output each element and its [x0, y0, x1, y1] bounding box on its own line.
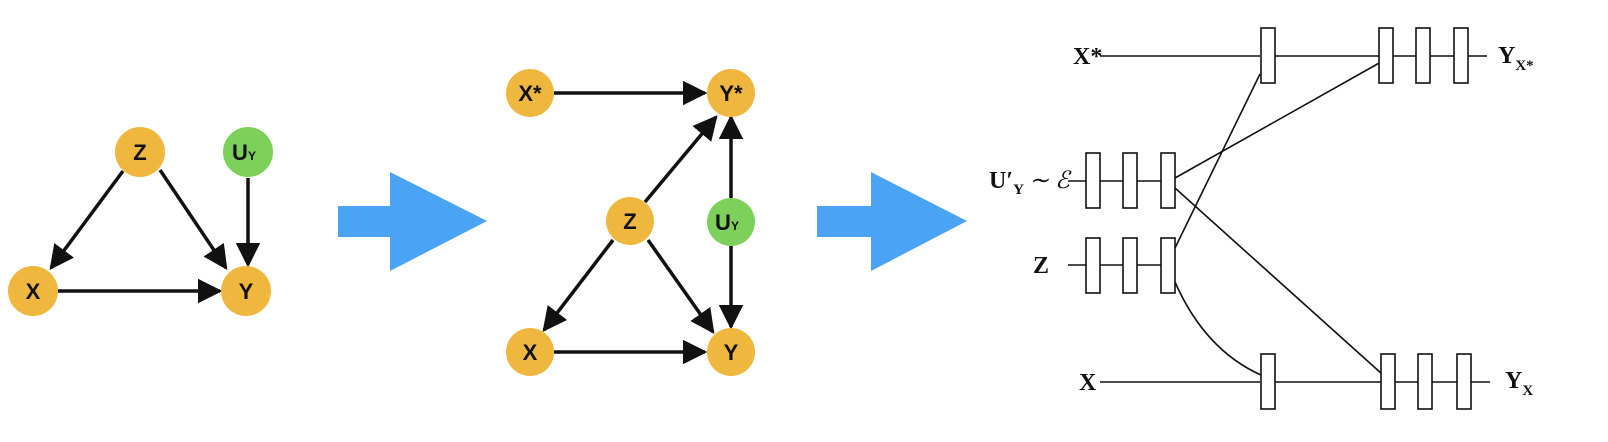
label-z: Z: [1033, 253, 1049, 279]
node-y-label: Y: [724, 340, 739, 365]
node-z-circle: [115, 127, 165, 177]
node-y-label: Y: [239, 279, 254, 304]
label-u-dist: ∼ ℰ: [1029, 168, 1072, 194]
node-x-star-circle: [506, 69, 554, 117]
node-y-circle: [707, 328, 755, 376]
node-y-star: Y*: [707, 69, 755, 117]
node-x-star-label: X*: [518, 81, 542, 106]
node-z-label: Z: [623, 209, 636, 234]
label-y-xstar-main: Y: [1498, 43, 1515, 69]
label-y-x-main: Y: [1505, 368, 1522, 394]
node-u-label: UY: [232, 140, 256, 165]
label-y-x: YX: [1505, 368, 1533, 399]
label-u-prime: U′Y ∼ ℰ: [989, 168, 1072, 198]
node-y-circle: [221, 266, 271, 316]
gate-yx-2: [1417, 353, 1433, 410]
wire-z-to-xstar-gate: [1174, 73, 1261, 249]
gate-yx-3: [1456, 353, 1472, 410]
gate-u-3: [1160, 152, 1176, 209]
gate-u-1: [1085, 152, 1101, 209]
transform-arrow-2: [817, 172, 967, 271]
label-u-sub: Y: [1013, 182, 1024, 198]
node-y: Y: [221, 266, 271, 316]
node-x: X: [8, 266, 58, 316]
gate-u-2: [1122, 152, 1138, 209]
wire-u-to-yx-gate: [1174, 187, 1383, 375]
node-x: X: [506, 328, 554, 376]
circuit-diagram: [1068, 27, 1490, 410]
dag-twin-network: X* Y* Z UY X Y: [506, 69, 755, 376]
gate-yx-1: [1380, 353, 1396, 410]
node-x-star: X*: [506, 69, 554, 117]
node-u-label: UY: [715, 210, 739, 235]
node-x-label: X: [523, 340, 538, 365]
wire-z-to-x-gate: [1174, 281, 1262, 376]
node-u-y: UY: [223, 127, 273, 177]
label-u-main: U′: [989, 168, 1013, 194]
edge-z-to-y: [158, 169, 228, 271]
node-x-circle: [8, 266, 58, 316]
node-u-main: U: [232, 140, 248, 165]
dag-original: Z UY X Y: [8, 127, 273, 316]
label-x-text: X: [1079, 370, 1097, 396]
edge-z-to-x: [49, 169, 125, 270]
edge-z-to-ystar: [643, 115, 718, 204]
node-z: Z: [606, 197, 654, 245]
gate-ystar-2: [1415, 27, 1431, 84]
gate-ystar-1: [1378, 27, 1394, 84]
node-u-circle: [223, 127, 273, 177]
node-u-sub: Y: [731, 219, 739, 233]
node-x-circle: [506, 328, 554, 376]
gate-z-3: [1160, 237, 1176, 294]
node-u-main: U: [715, 210, 731, 235]
gate-x: [1260, 353, 1276, 410]
node-y-star-label: Y*: [719, 81, 743, 106]
label-y-xstar-sub: X*: [1515, 58, 1533, 74]
label-x-star-text: X*: [1073, 44, 1102, 70]
node-u-circle: [707, 198, 755, 246]
edge-z-to-y: [646, 238, 715, 335]
transform-arrow-1: [338, 172, 487, 271]
node-z: Z: [115, 127, 165, 177]
gate-z-2: [1122, 237, 1138, 294]
label-z-text: Z: [1033, 253, 1049, 279]
wire-u-to-ystar-gate: [1174, 61, 1382, 179]
gate-z-1: [1085, 237, 1101, 294]
node-y-star-circle: [707, 69, 755, 117]
label-x-star: X*: [1073, 44, 1102, 70]
edge-z-to-x: [542, 238, 615, 332]
node-u-sub: Y: [248, 149, 256, 163]
node-x-label: X: [26, 279, 41, 304]
gate-xstar: [1260, 27, 1276, 84]
node-z-label: Z: [133, 140, 146, 165]
label-y-x-star: YX*: [1498, 43, 1534, 74]
gate-ystar-3: [1453, 27, 1469, 84]
label-y-x-sub: X: [1522, 383, 1533, 399]
circuit-labels: X* U′Y∼ ℰ Z X YX* YX: [989, 43, 1534, 399]
label-x: X: [1079, 370, 1097, 396]
node-z-circle: [606, 197, 654, 245]
node-u-y: UY: [707, 198, 755, 246]
node-y: Y: [707, 328, 755, 376]
